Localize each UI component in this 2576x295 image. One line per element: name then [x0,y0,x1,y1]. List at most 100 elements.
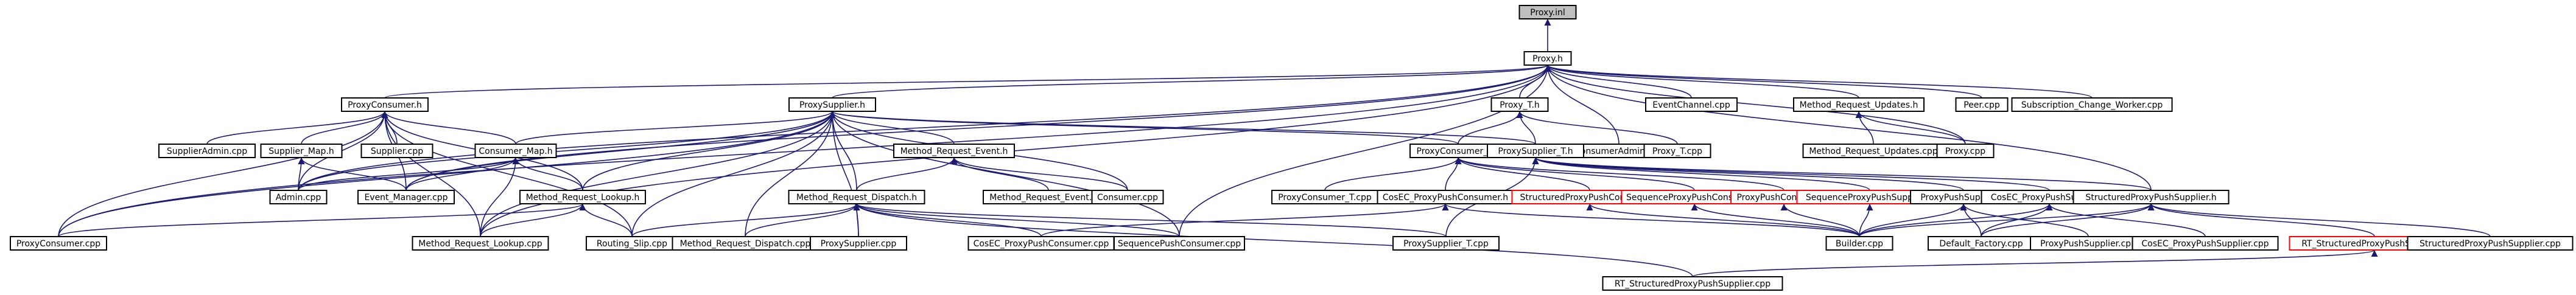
node-label: Proxy.cpp [1945,147,1985,156]
node-box [341,97,429,112]
node-box [1825,236,1893,251]
node-label: SequenceProxyPushConsumer.h [1626,193,1763,203]
node-label: Consumer.cpp [1097,193,1158,203]
include-edge [206,111,388,145]
node-box [1645,97,1738,112]
graph-node-n47[interactable]: CosEC_ProxyPushSupplier.cpp [2132,236,2279,251]
include-edge [950,157,1128,191]
include-edge [1544,64,1982,99]
include-edge [1442,203,1860,237]
graph-node-n34[interactable]: StructuredProxyPushSupplier.h [2072,190,2230,204]
include-edge [1981,203,2155,237]
graph-node-n27[interactable]: CosEC_ProxyPushConsumer.h [1377,190,1514,204]
graph-node-n18[interactable]: Proxy_T.cpp [1643,144,1711,158]
graph-node-n4[interactable]: ProxySupplier.h [788,97,876,112]
graph-node-n42[interactable]: SequencePushConsumer.cpp [1114,236,1245,251]
graph-node-n1[interactable]: Proxy.inl [1518,5,1577,19]
node-box [788,190,925,204]
graph-node-n45[interactable]: Default_Factory.cpp [1928,236,2035,251]
graph-node-n37[interactable]: Method_Request_Lookup.cpp [412,236,549,251]
graph-node-n21[interactable]: Admin.cpp [269,190,328,204]
node-label: Event_Manager.cpp [364,193,447,203]
graph-node-n19[interactable]: Method_Request_Updates.cpp [1802,144,1945,158]
graph-node-n5[interactable]: Proxy_T.h [1490,97,1549,112]
graph-node-n24[interactable]: Method_Request_Event.cpp [983,190,1114,204]
include-edge [298,111,836,191]
node-label: Proxy.inl [1530,8,1565,18]
graph-node-n43[interactable]: ProxySupplier_T.cpp [1392,236,1500,251]
include-edge [745,111,836,237]
graph-node-n50[interactable]: RT_StructuredProxyPushSupplier.cpp [1602,276,1783,291]
include-edge [405,64,1551,191]
graph-node-n8[interactable]: Method_Request_Updates.h [1793,97,1925,112]
include-edge [1859,203,1967,237]
node-label: Method_Request_Updates.h [1800,100,1918,110]
include-edge [1532,157,2152,191]
node-box [1793,97,1925,112]
node-box [1392,236,1500,251]
graph-node-n12[interactable]: Supplier_Map.h [260,144,343,158]
graph-node-n10[interactable]: Subscription_Change_Worker.cpp [2011,97,2173,112]
node-label: Supplier_Map.h [268,147,334,156]
node-label: Method_Request_Lookup.cpp [418,239,542,249]
graph-node-n23[interactable]: Method_Request_Lookup.h [519,190,646,204]
graph-node-n31[interactable]: SequenceProxyPushSupplier.h [1796,190,1943,204]
node-box [1602,276,1783,291]
node-box [1487,144,1584,158]
node-box [1955,97,2009,112]
node-label: ProxyConsumer_T.cpp [1278,193,1372,203]
include-edge [298,64,1551,191]
include-edge [1544,64,1692,99]
node-box [10,236,107,251]
include-edge [2147,203,2491,237]
node-label: RT_StructuredProxyPushSupplier.cpp [1615,279,1771,289]
include-edge [1532,157,1964,191]
include-edge [853,203,1042,237]
include-edge [405,157,519,191]
graph-node-n38[interactable]: Routing_Slip.cpp [586,236,678,251]
node-label: ProxySupplier.cpp [821,239,897,249]
graph-node-n46[interactable]: ProxyPushSupplier.cpp [2030,236,2147,251]
graph-node-n3[interactable]: ProxyConsumer.h [341,97,429,112]
node-box [474,144,557,158]
graph-node-n25[interactable]: Consumer.cpp [1091,190,1164,204]
include-edge [1586,203,1860,237]
graph-node-n36[interactable]: ProxyConsumer.cpp [10,236,107,251]
graph-node-n13[interactable]: Supplier.cpp [360,144,433,158]
node-label: Supplier.cpp [371,147,423,156]
node-box [1091,190,1164,204]
graph-node-n40[interactable]: ProxySupplier.cpp [810,236,907,251]
graph-node-n22[interactable]: Event_Manager.cpp [357,190,455,204]
graph-node-n11[interactable]: SupplierAdmin.cpp [158,144,256,158]
graph-node-n44[interactable]: Builder.cpp [1825,236,1893,251]
include-edge [1544,64,2093,99]
node-box [1518,5,1577,19]
graph-node-n2[interactable]: Proxy.h [1523,51,1572,66]
include-edge [829,111,1536,145]
graph-node-n41[interactable]: CosEC_ProxyPushConsumer.cpp [967,236,1115,251]
graph-node-n39[interactable]: Method_Request_Dispatch.cpp [672,236,819,251]
node-box [1936,144,1995,158]
node-box [1114,236,1245,251]
include-edge [631,111,836,237]
include-edge [832,64,1551,99]
graph-node-n14[interactable]: Consumer_Map.h [474,144,557,158]
graph-node-n9[interactable]: Peer.cpp [1955,97,2009,112]
graph-node-n35[interactable]: Method_Request_Dispatch.h [788,190,925,204]
include-edge [301,111,388,145]
include-edge [1692,249,2378,277]
include-edge [579,203,633,237]
graph-node-n7[interactable]: EventChannel.cpp [1645,97,1738,112]
graph-node-n49[interactable]: StructuredProxyPushSupplier.cpp [2407,236,2574,251]
graph-node-n26[interactable]: ProxyConsumer_T.cpp [1271,190,1378,204]
include-edge [1516,111,1536,145]
node-label: ProxySupplier_T.cpp [1403,239,1489,249]
graph-node-n15[interactable]: Method_Request_Event.h [893,144,1015,158]
graph-node-n20[interactable]: Proxy.cpp [1936,144,1995,158]
graph-node-n17[interactable]: ProxySupplier_T.h [1487,144,1584,158]
include-edge [1691,203,1860,237]
node-label: Consumer_Map.h [479,147,552,156]
include-edge [298,157,407,191]
include-edge [58,111,836,237]
